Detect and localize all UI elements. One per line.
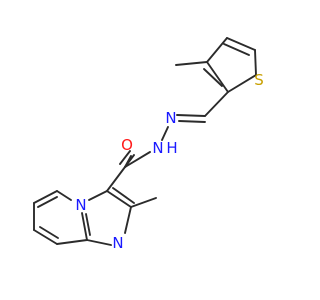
bond	[176, 114, 206, 117]
bond	[206, 37, 228, 63]
bond	[33, 229, 58, 245]
bond	[124, 151, 151, 168]
bond	[85, 213, 91, 236]
bond	[39, 226, 59, 239]
sulfur-atom: S	[254, 71, 264, 89]
bond	[178, 120, 206, 123]
bond	[204, 91, 229, 117]
imine-nitrogen-atom: N	[165, 109, 176, 127]
imidazole-nitrogen-atom: N	[112, 234, 123, 252]
bond	[106, 190, 132, 208]
bond	[119, 150, 131, 165]
bridgehead-nitrogen-atom: N	[75, 196, 86, 214]
atom-layer: O N H N N N S	[75, 71, 263, 252]
bond-layer	[33, 37, 257, 246]
amide-hydrogen-atom: H	[166, 139, 177, 157]
molecule-structure: O N H N N N S	[33, 37, 264, 252]
bond	[86, 239, 112, 246]
oxygen-atom: O	[121, 136, 133, 154]
bond	[56, 239, 88, 245]
bond	[124, 206, 132, 234]
bond	[106, 166, 126, 192]
bond	[112, 187, 135, 204]
bond	[33, 190, 58, 204]
bond	[227, 74, 257, 93]
bond	[56, 190, 72, 201]
bond	[81, 212, 88, 241]
bond	[88, 190, 108, 201]
bond	[254, 49, 257, 76]
amide-nitrogen-atom: N	[152, 139, 163, 157]
bond	[124, 155, 132, 168]
bond	[226, 37, 256, 51]
bond	[203, 68, 223, 87]
bond	[223, 43, 250, 56]
bond	[161, 126, 169, 141]
bond	[206, 61, 229, 93]
bond	[130, 197, 157, 208]
bond	[175, 61, 208, 66]
bond	[37, 196, 58, 208]
